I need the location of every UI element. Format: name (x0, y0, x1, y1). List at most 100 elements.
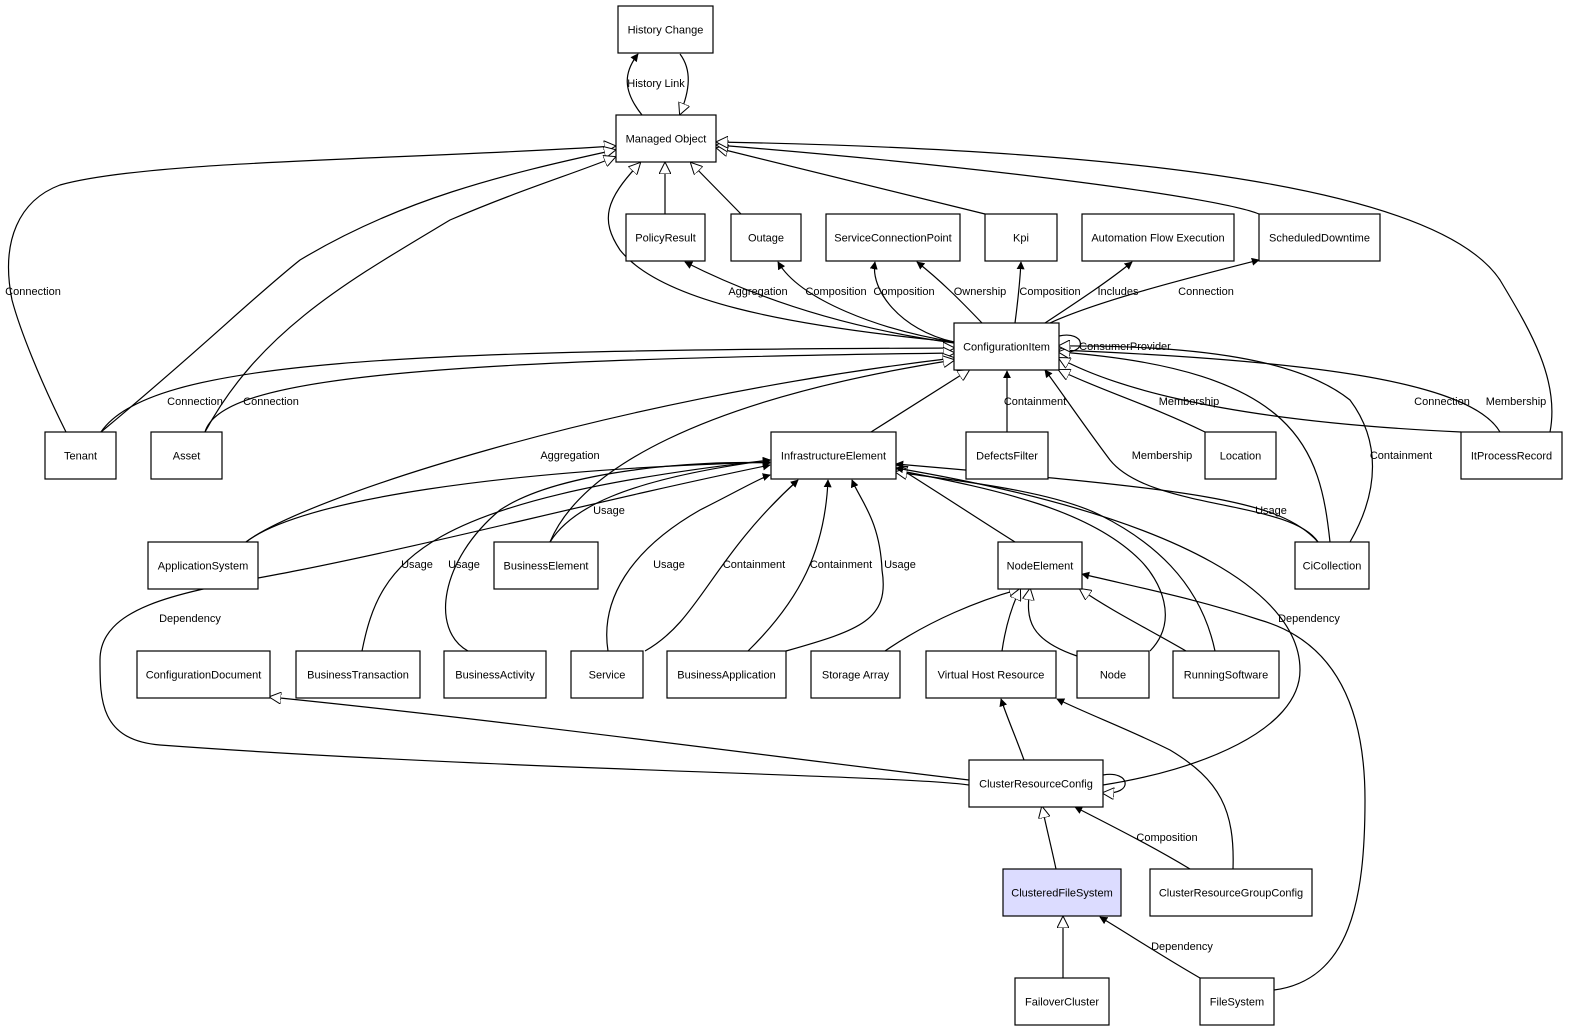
class-node-clusterresourcegroupconfig[interactable]: ClusterResourceGroupConfig (1149, 868, 1313, 917)
association-connector (916, 261, 983, 324)
class-name: Location (1220, 451, 1262, 463)
class-name: ScheduledDowntime (1269, 233, 1370, 245)
class-node-runningsoftware[interactable]: RunningSoftware (1172, 650, 1280, 699)
generalization-connector (717, 142, 1553, 433)
association-connector (747, 479, 832, 652)
class-box (925, 650, 1057, 699)
edge-vhr-to-nodeelem (270, 697, 970, 781)
class-name: ClusteredFileSystem (1011, 888, 1112, 900)
class-box (953, 322, 1060, 371)
class-node-scheduleddowntime[interactable]: ScheduledDowntime (1258, 213, 1381, 262)
association-connector (606, 473, 771, 652)
class-name: FailoverCluster (1025, 997, 1099, 1009)
class-box (493, 541, 599, 590)
class-box (295, 650, 421, 699)
class-name: History Change (628, 25, 704, 37)
class-node-businessactivity[interactable]: BusinessActivity (443, 650, 547, 699)
class-node-asset[interactable]: Asset (150, 431, 223, 480)
class-node-clusteredfilesystem[interactable]: ClusteredFileSystem (1002, 868, 1122, 917)
class-node-businesstransaction[interactable]: BusinessTransaction (295, 650, 421, 699)
class-node-history-change[interactable]: History Change (617, 5, 714, 54)
edge-label-membership: Membership (1159, 396, 1220, 408)
class-node-configurationitem[interactable]: ConfigurationItem (953, 322, 1060, 371)
class-node-applicationsystem[interactable]: ApplicationSystem (147, 541, 259, 590)
edge-bizapp-to-bizelem (1080, 589, 1187, 652)
association-connector (895, 465, 1301, 786)
generalization-connector (204, 157, 615, 433)
edge-crc-to-infra-dependency (99, 462, 970, 786)
class-node-service[interactable]: Service (570, 650, 644, 699)
edge-itpr-to-managed-object (717, 142, 1553, 433)
class-node-failovercluster[interactable]: FailoverCluster (1014, 977, 1110, 1026)
class-node-virtual-host-resource[interactable]: Virtual Host Resource (925, 650, 1057, 699)
class-node-outage[interactable]: Outage (730, 213, 802, 262)
association-connector (445, 458, 771, 652)
edge-label-containment: Containment (1004, 396, 1066, 408)
class-node-defectsfilter[interactable]: DefectsFilter (965, 431, 1049, 480)
class-node-businesselement[interactable]: BusinessElement (493, 541, 599, 590)
generalization-connector (1001, 589, 1020, 652)
class-node-businessapplication[interactable]: BusinessApplication (666, 650, 787, 699)
class-box (1172, 650, 1280, 699)
edge-node-to-nodeelem-composition (999, 698, 1025, 761)
edge-label-membership: Membership (1132, 450, 1193, 462)
class-name: ConfigurationDocument (146, 670, 262, 682)
association-connector (1044, 369, 1319, 543)
edge-bizact-to-bizelem (1001, 589, 1020, 652)
edge-ci-to-sched-connection (1049, 257, 1260, 324)
association-connector (99, 462, 970, 786)
class-node-clusterresourceconfig[interactable]: ClusterResourceConfig (968, 759, 1104, 808)
class-node-itprocessrecord[interactable]: ItProcessRecord (1460, 431, 1563, 480)
class-node-nodeelement[interactable]: NodeElement (997, 541, 1083, 590)
class-name: Virtual Host Resource (938, 670, 1045, 682)
class-name: Managed Object (626, 134, 707, 146)
generalization-connector (549, 360, 954, 543)
class-node-automation-flow-execution[interactable]: Automation Flow Execution (1081, 213, 1235, 262)
class-name: Storage Array (822, 670, 890, 682)
class-node-serviceconnectionpoint[interactable]: ServiceConnectionPoint (825, 213, 961, 262)
edge-cicoll-to-ci-membership (1044, 369, 1319, 543)
class-node-infrastructureelement[interactable]: InfrastructureElement (770, 431, 897, 480)
edge-bizapp-to-infra-containment (747, 479, 832, 652)
edge-service-to-bizelem (1028, 589, 1078, 657)
generalization-connector (691, 163, 742, 215)
class-node-tenant[interactable]: Tenant (44, 431, 117, 480)
edge-label-consumerprovider: ConsumerProvider (1079, 341, 1171, 353)
class-node-configurationdocument[interactable]: ConfigurationDocument (136, 650, 271, 699)
class-node-kpi[interactable]: Kpi (984, 213, 1058, 262)
edge-location-to-ci-membership (1059, 370, 1206, 433)
edge-appsys-to-ci (245, 358, 954, 543)
edge-label-connection: Connection (1178, 286, 1234, 298)
class-box (1081, 213, 1235, 262)
class-node-node[interactable]: Node (1076, 650, 1150, 699)
edge-ci-to-scp-ownership (916, 261, 983, 324)
generalization-connector (100, 348, 954, 433)
class-node-storage-array[interactable]: Storage Array (810, 650, 901, 699)
generalization-connector (270, 697, 970, 781)
class-node-location[interactable]: Location (1204, 431, 1277, 480)
class-node-policyresult[interactable]: PolicyResult (625, 213, 706, 262)
edge-managed-object-to-history-change-history-link (626, 53, 643, 116)
class-name: RunningSoftware (1184, 670, 1268, 682)
association-connector (869, 261, 955, 343)
edge-ci-to-scp-composition (869, 261, 955, 343)
edge-kpi-to-managed-object (717, 148, 986, 215)
generalization-connector (1059, 346, 1373, 543)
class-name: InfrastructureElement (781, 451, 886, 463)
class-node-filesystem[interactable]: FileSystem (1199, 977, 1275, 1026)
generalization-connector (245, 358, 954, 543)
edge-itpr-to-ci-membership (1059, 350, 1501, 433)
association-connector (644, 479, 799, 652)
generalization-connector (896, 470, 1166, 652)
edge-tenant-to-managed-object-connection (8, 146, 615, 433)
class-box (150, 431, 223, 480)
class-box (443, 650, 547, 699)
generalization-connector (1080, 589, 1187, 652)
class-name: PolicyResult (635, 233, 696, 245)
class-node-cicollection[interactable]: CiCollection (1294, 541, 1370, 590)
class-node-managed-object[interactable]: Managed Object (615, 114, 717, 163)
edge-service-to-infra-usage (606, 473, 771, 652)
class-box (1204, 431, 1277, 480)
edge-label-usage: Usage (653, 559, 685, 571)
edge-label-usage: Usage (884, 559, 916, 571)
